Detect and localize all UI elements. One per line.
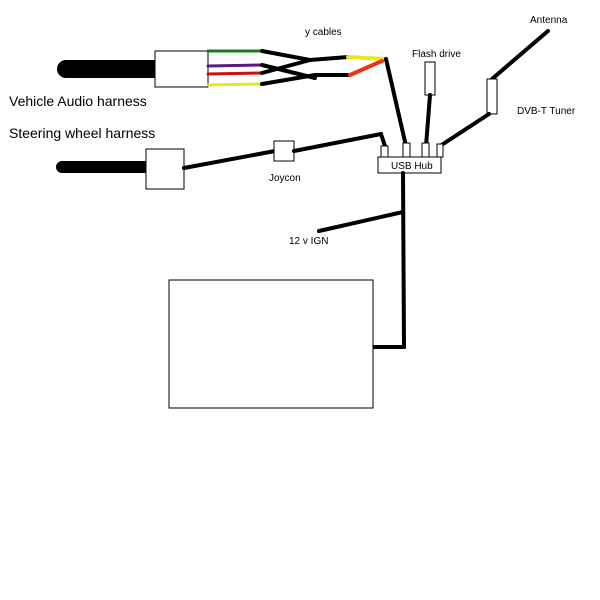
purple-wire bbox=[206, 63, 264, 68]
usb-hub-port-4 bbox=[436, 143, 444, 158]
ign-12v-label: 12 v IGN bbox=[289, 236, 328, 247]
y-cable-cross-b bbox=[260, 58, 312, 75]
flash-drive-body bbox=[424, 61, 436, 96]
y-cable-yellow-end bbox=[346, 55, 386, 61]
y-cable-upper bbox=[260, 49, 350, 63]
usb-hub-port-1 bbox=[380, 145, 389, 158]
red-wire bbox=[206, 71, 264, 76]
flash-drive-label: Flash drive bbox=[412, 49, 461, 60]
hub-power-cable bbox=[401, 171, 406, 349]
joycon-to-hub-cable bbox=[292, 131, 387, 153]
ign-12v-cable bbox=[317, 210, 405, 233]
usb-hub-port-2 bbox=[402, 142, 411, 158]
steering-to-joycon-cable bbox=[182, 149, 277, 170]
tuner-to-hub-cable bbox=[438, 112, 491, 148]
vehicle-audio-harness-connector bbox=[154, 50, 209, 88]
steering-wheel-harness-connector bbox=[145, 148, 185, 190]
joycon-box bbox=[273, 140, 295, 162]
usb-hub-port-3 bbox=[421, 142, 430, 158]
y-cable-red-end bbox=[348, 59, 384, 77]
yellow-wire bbox=[206, 82, 264, 87]
y-cable-to-hub bbox=[384, 57, 408, 148]
steering-wheel-harness-label: Steering wheel harness bbox=[9, 125, 155, 141]
head-unit-screen bbox=[168, 279, 374, 409]
flash-drive-cable bbox=[424, 93, 432, 148]
joycon-label: Joycon bbox=[269, 173, 301, 184]
antenna-cable bbox=[490, 29, 550, 81]
antenna-label: Antenna bbox=[530, 15, 568, 26]
dvbt-tuner-label: DVB-T Tuner bbox=[517, 106, 576, 117]
usb-hub-label: USB Hub bbox=[391, 161, 433, 172]
usb-hub-body bbox=[377, 156, 442, 174]
dvbt-tuner-body bbox=[486, 78, 498, 115]
vehicle-audio-harness-label: Vehicle Audio harness bbox=[9, 93, 147, 109]
y-cable-lower bbox=[260, 73, 350, 86]
y-cables-label: y cables bbox=[305, 27, 342, 38]
